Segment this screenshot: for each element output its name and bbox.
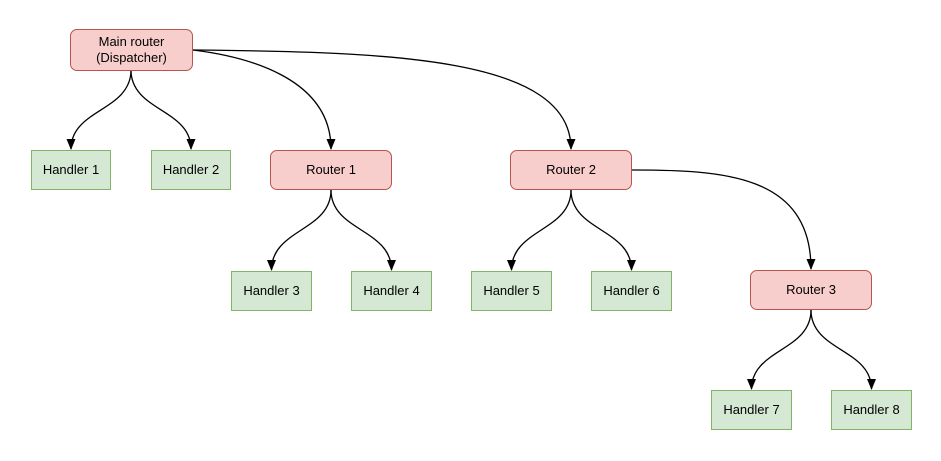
edge-router-3-to-handler-7 [747,309,812,390]
node-handler-4-label: Handler 4 [363,283,420,298]
edge-main-router-to-handler-2 [130,69,196,150]
node-router-2: Router 2 [510,150,632,190]
node-router-1-label: Router 1 [306,162,356,177]
node-main-router-label-line2: (Dispatcher) [96,50,167,65]
edge-router-2-to-handler-6 [570,189,636,271]
edge-router-1-to-handler-3 [267,189,332,271]
node-handler-3: Handler 3 [231,271,312,311]
node-router-3-label: Router 3 [786,282,836,297]
edge-router-2-to-router-3 [631,169,816,270]
node-handler-2-label: Handler 2 [162,162,220,177]
node-handler-1-label: Handler 1 [42,162,100,177]
node-handler-6-label: Handler 6 [603,283,660,298]
node-router-1: Router 1 [270,150,392,190]
edge-main-router-to-router-1 [192,49,336,150]
edge-router-2-to-handler-5 [507,189,572,271]
node-handler-3-label: Handler 3 [243,283,300,298]
edge-router-3-to-handler-8 [810,309,876,390]
node-handler-7: Handler 7 [711,390,792,430]
node-handler-2: Handler 2 [151,150,231,190]
node-handler-4: Handler 4 [351,271,432,311]
node-handler-8-label: Handler 8 [843,402,900,417]
edge-main-router-to-handler-1 [66,69,132,150]
node-router-3: Router 3 [750,270,872,310]
node-main-router: Main router (Dispatcher) [70,29,193,71]
node-handler-5-label: Handler 5 [483,283,540,298]
node-handler-1: Handler 1 [31,150,111,190]
node-router-2-label: Router 2 [546,162,596,177]
node-handler-7-label: Handler 7 [723,402,780,417]
node-handler-6: Handler 6 [591,271,672,311]
edge-router-1-to-handler-4 [330,189,396,271]
node-handler-8: Handler 8 [831,390,912,430]
node-main-router-label-line1: Main router [98,34,165,49]
node-handler-5: Handler 5 [471,271,552,311]
edge-main-router-to-router-2 [192,49,576,150]
